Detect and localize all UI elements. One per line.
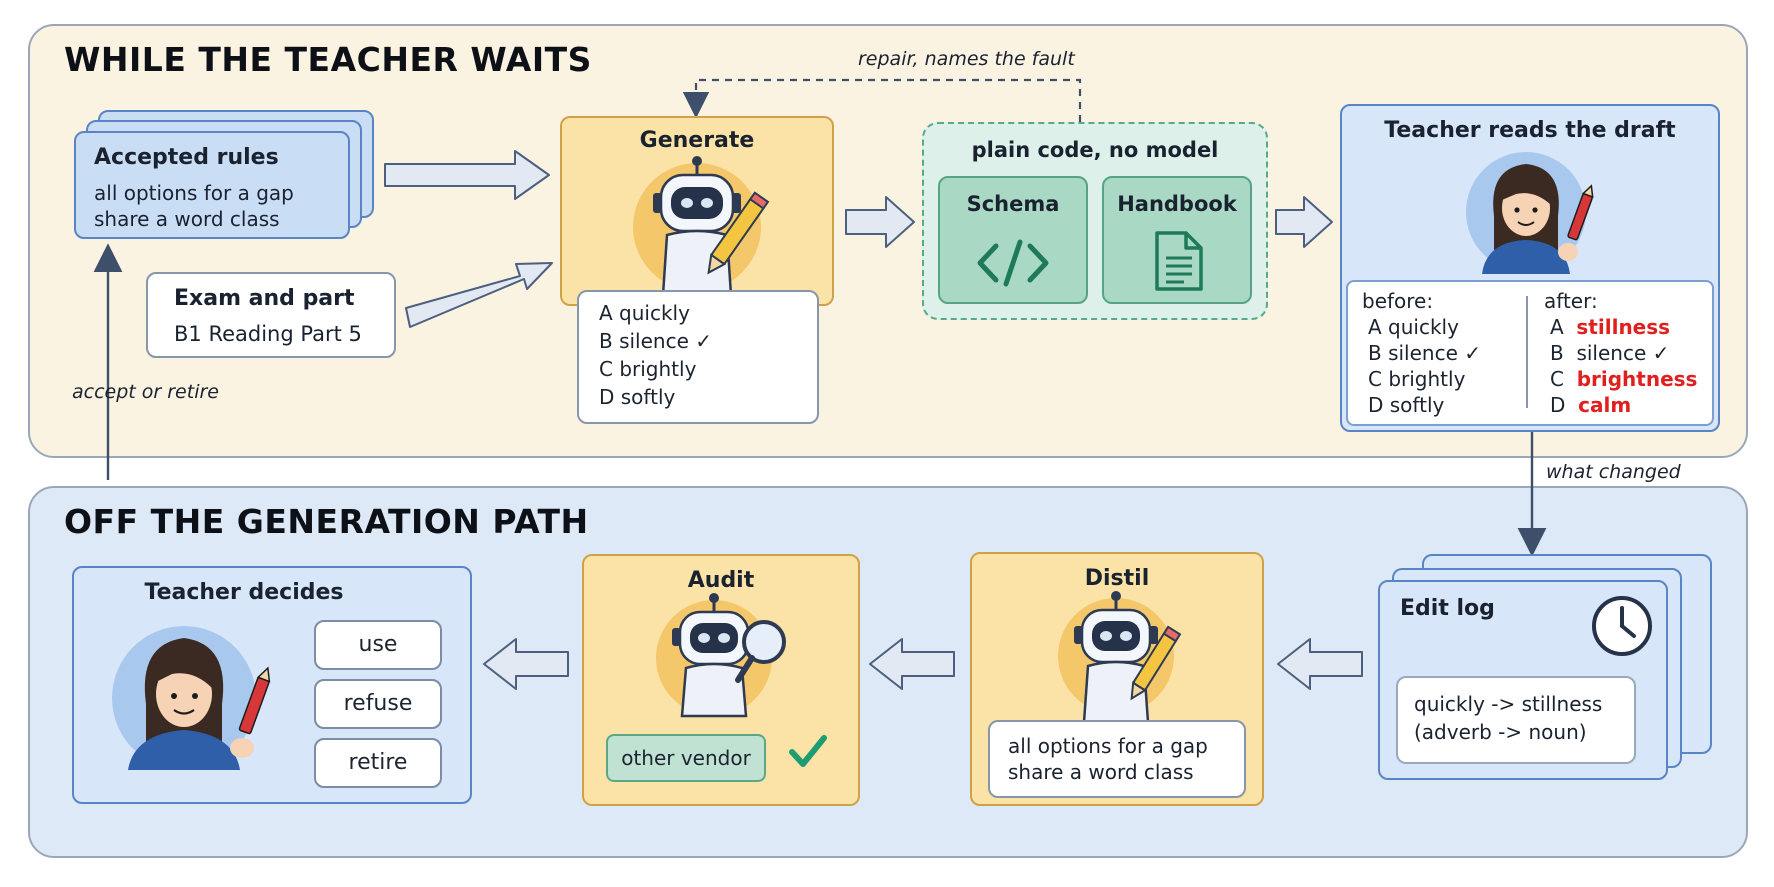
- teacher-decides-title: Teacher decides: [144, 580, 344, 605]
- generate-option-c: C brightly: [599, 357, 697, 381]
- before-label: before:: [1362, 289, 1434, 313]
- generate-option-d: D softly: [599, 385, 676, 409]
- distil-title: Distil: [1084, 566, 1150, 591]
- document-icon: [1155, 231, 1203, 291]
- schema-card: Schema: [938, 176, 1088, 304]
- after-letter-a: A: [1550, 315, 1564, 339]
- accepted-rules-line2: share a word class: [94, 207, 280, 231]
- bottom-panel-title: OFF THE GENERATION PATH: [64, 502, 589, 541]
- checks-title: plain code, no model: [971, 138, 1219, 162]
- edit-log-line2: (adverb -> noun): [1414, 720, 1587, 744]
- use-button[interactable]: use: [314, 620, 442, 670]
- code-icon: [977, 239, 1049, 287]
- generate-option-b: B silence ✓: [599, 329, 713, 353]
- edit-log-line1: quickly -> stillness: [1414, 692, 1603, 716]
- clock-icon: [1592, 596, 1652, 656]
- after-option-a: A stillness: [1550, 314, 1670, 341]
- teacher-avatar-icon: [1466, 152, 1594, 274]
- accept-retire-label: accept or retire: [72, 381, 219, 403]
- exam-part-card: Exam and part B1 Reading Part 5: [146, 272, 396, 358]
- what-changed-label: what changed: [1546, 461, 1681, 483]
- accepted-rules-title: Accepted rules: [94, 145, 279, 170]
- before-option-a: A quickly: [1368, 315, 1459, 339]
- audit-vendor-badge: other vendor: [606, 734, 766, 782]
- after-word-b: silence ✓: [1576, 341, 1670, 365]
- after-option-c: C brightness: [1550, 366, 1697, 393]
- before-option-d: D softly: [1368, 393, 1445, 417]
- after-option-d: D calm: [1550, 392, 1631, 419]
- generate-options-card: A quickly B silence ✓ C brightly D softl…: [577, 290, 819, 424]
- block-arrow-rules-to-generate: [384, 150, 550, 200]
- robot-pencil-icon: [1058, 591, 1182, 724]
- distil-rule-card: all options for a gap share a word class: [988, 720, 1246, 798]
- block-arrow-audit-to-decides: [483, 638, 569, 690]
- after-word-c: brightness: [1576, 367, 1698, 391]
- generate-title: Generate: [639, 128, 755, 153]
- robot-pencil-icon: [633, 156, 770, 297]
- robot-magnifier-icon: [656, 593, 786, 718]
- edit-log-card: Edit log quickly -> stillness (adverb ->…: [1378, 580, 1668, 780]
- schema-title: Schema: [966, 192, 1060, 216]
- repair-label: repair, names the fault: [858, 48, 1075, 70]
- after-letter-b: B: [1550, 341, 1564, 365]
- edit-log-title: Edit log: [1400, 596, 1495, 621]
- exam-part-value: B1 Reading Part 5: [174, 322, 362, 346]
- block-arrow-editlog-to-distil: [1277, 638, 1363, 690]
- repair-dashed-arrow: [682, 78, 1082, 122]
- block-arrow-exam-to-generate: [405, 262, 553, 328]
- handbook-title: Handbook: [1117, 192, 1237, 216]
- after-letter-d: D: [1550, 393, 1566, 417]
- after-option-b: B silence ✓: [1550, 340, 1669, 367]
- edit-log-entry: quickly -> stillness (adverb -> noun): [1396, 676, 1636, 764]
- before-after-card: before: A quickly B silence ✓ C brightly…: [1346, 280, 1714, 426]
- handbook-card: Handbook: [1102, 176, 1252, 304]
- check-icon: [789, 735, 827, 767]
- generate-option-a: A quickly: [599, 301, 690, 325]
- block-arrow-distil-to-audit: [869, 638, 955, 690]
- block-arrow-checks-to-teacher: [1275, 196, 1333, 248]
- after-letter-c: C: [1550, 367, 1564, 391]
- teacher-reads-title: Teacher reads the draft: [1384, 118, 1676, 143]
- accepted-rules-card: Accepted rules all options for a gap sha…: [74, 131, 350, 239]
- after-word-a: stillness: [1576, 315, 1671, 339]
- teacher-avatar-icon: [112, 626, 271, 770]
- audit-title: Audit: [687, 568, 755, 593]
- retire-button[interactable]: retire: [314, 738, 442, 788]
- before-option-b: B silence ✓: [1368, 341, 1482, 365]
- exam-part-title: Exam and part: [174, 286, 355, 311]
- before-option-c: C brightly: [1368, 367, 1466, 391]
- accepted-rules-line1: all options for a gap: [94, 181, 294, 205]
- after-word-d: calm: [1578, 393, 1632, 417]
- top-panel-title: WHILE THE TEACHER WAITS: [64, 40, 592, 79]
- divider: [1526, 296, 1528, 408]
- refuse-button[interactable]: refuse: [314, 679, 442, 729]
- distil-line1: all options for a gap: [1008, 734, 1208, 758]
- block-arrow-generate-to-checks: [845, 196, 915, 248]
- after-label: after:: [1544, 289, 1598, 313]
- distil-line2: share a word class: [1008, 760, 1194, 784]
